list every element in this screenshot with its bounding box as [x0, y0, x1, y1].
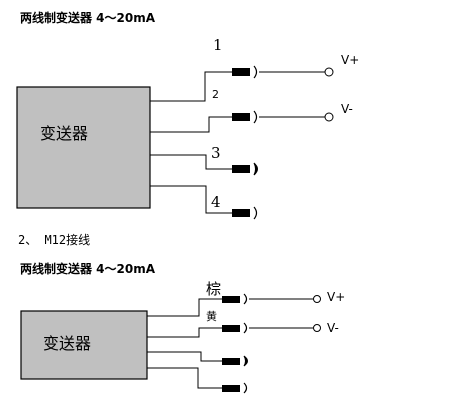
diagram1-terminal-label-vminus: V-: [341, 102, 353, 116]
connector-pin: [222, 296, 240, 303]
connector-pin: [232, 113, 250, 121]
diagram1-wire-label-2: 2: [212, 88, 219, 101]
connector-pin: [232, 165, 250, 173]
connector-socket: [253, 110, 258, 124]
diagram1-wire-label-1: 1: [213, 36, 223, 54]
diagram1-wire-label-4: 4: [211, 193, 221, 211]
connector-pin: [232, 209, 250, 217]
diagram1-transmitter-box: [16, 86, 151, 209]
diagram2-wire-4: [147, 367, 248, 394]
connector-socket: [253, 206, 258, 220]
connector-pin: [222, 385, 240, 392]
diagram1-wire-1: [150, 65, 334, 102]
connector-socket-blocked: [243, 355, 248, 367]
diagram1-wire-2: [150, 110, 334, 133]
section-heading-m12: 2、 M12接线: [18, 232, 90, 247]
diagram1-title: 两线制变送器 4～20mA: [20, 10, 156, 25]
connector-pin: [222, 325, 240, 332]
connector-pin: [232, 68, 250, 76]
diagram2-transmitter-box: [20, 310, 148, 380]
connector-pin: [222, 358, 240, 365]
terminal-vminus: [324, 112, 334, 122]
diagram1-box-label: 变送器: [40, 124, 88, 143]
terminal-vplus: [313, 295, 321, 303]
diagram2-title: 两线制变送器 4～20mA: [20, 261, 156, 276]
diagram2-terminal-label-vminus: V-: [327, 321, 339, 335]
diagram1-wire-3: [150, 154, 258, 176]
diagram2-wire-brown: [147, 293, 321, 317]
diagram1-terminal-label-vplus: V+: [341, 53, 359, 67]
diagram1-wire-4: [150, 185, 258, 220]
diagram2-wire-label-yellow: 黄: [206, 309, 217, 323]
connector-socket: [243, 322, 248, 334]
connector-socket: [243, 293, 248, 305]
diagram1-wire-label-3: 3: [211, 144, 221, 162]
diagram2-box-label: 变送器: [43, 334, 91, 353]
terminal-vplus: [324, 67, 334, 77]
diagram2-wire-3: [147, 351, 248, 367]
diagram2-wire-yellow: [147, 322, 321, 338]
connector-socket-blocked: [253, 162, 258, 176]
connector-socket: [253, 65, 258, 79]
diagram2-wire-label-brown: 棕: [206, 280, 221, 298]
connector-socket: [243, 382, 248, 394]
terminal-vminus: [313, 324, 321, 332]
diagram2-terminal-label-vplus: V+: [327, 290, 345, 304]
